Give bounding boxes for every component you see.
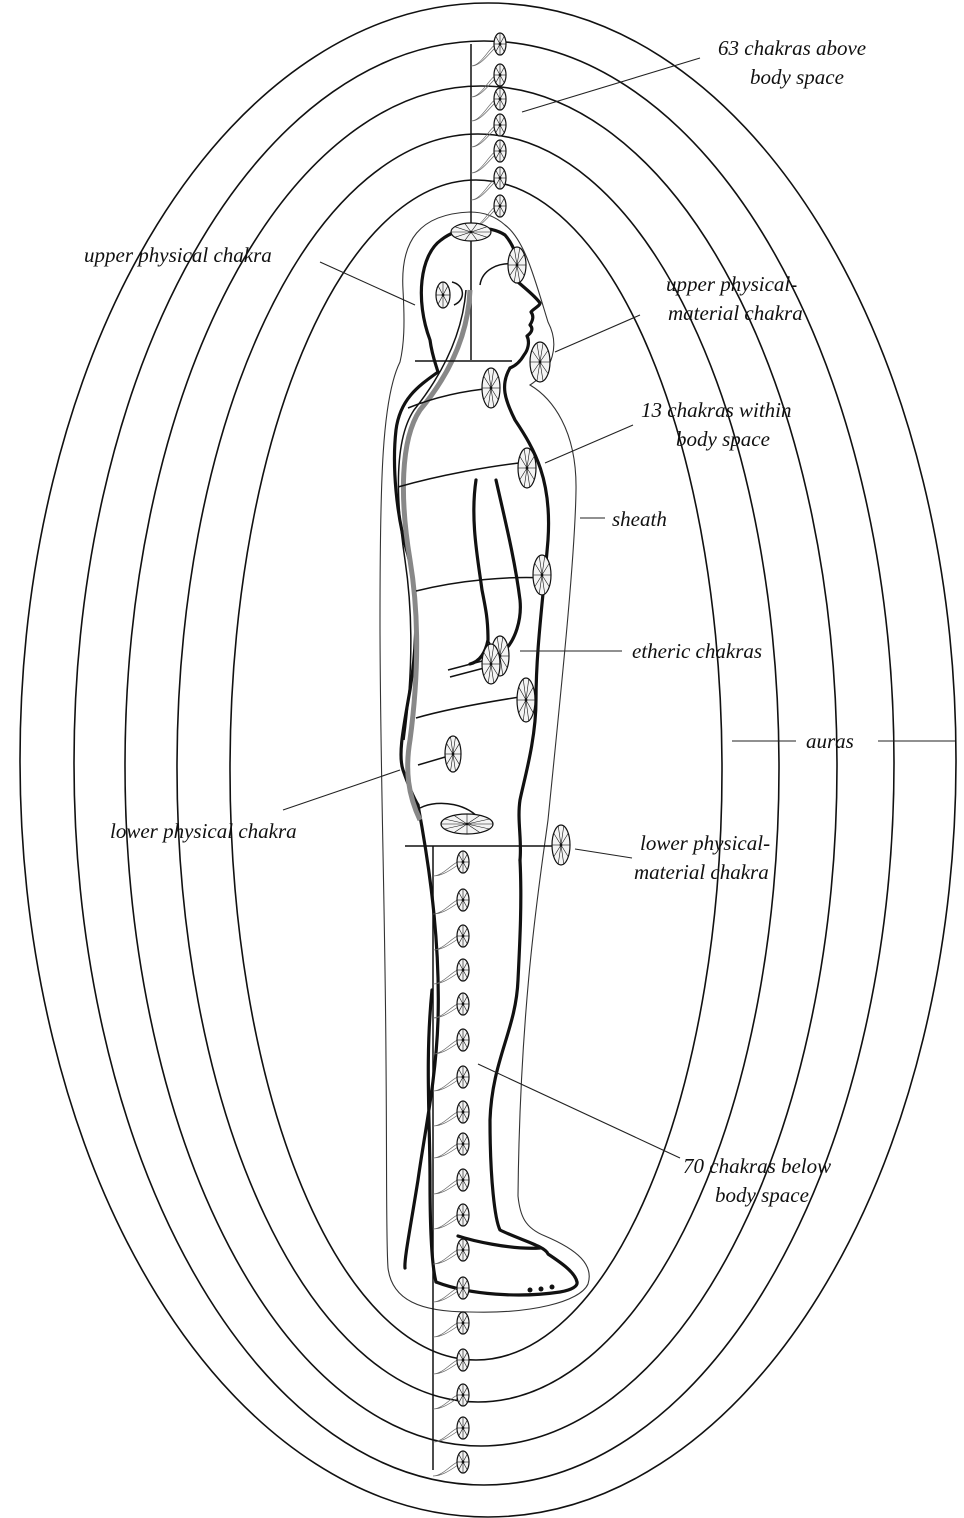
label-below-2: body space [715, 1183, 809, 1207]
body-chakra-wheel [533, 555, 551, 595]
chakra-below-wheel [457, 851, 469, 873]
leader-upper-pm [555, 315, 640, 352]
chakra-wheels [433, 33, 570, 1476]
toe-mark [528, 1288, 533, 1293]
chakra-above-wheel [494, 140, 506, 162]
body-chakra-wheel [445, 736, 461, 772]
chakra-above-wheel [494, 88, 506, 110]
chakra-below-wheel [457, 1451, 469, 1473]
chakra-below-wheel [457, 1169, 469, 1191]
chakra-below-wheel [457, 1239, 469, 1261]
chakra-below-wheel [457, 1101, 469, 1123]
label-sheath: sheath [612, 507, 667, 531]
chakra-below-wheel [457, 1029, 469, 1051]
ear-chakra-wheel [436, 282, 450, 308]
chakra-below-wheel [457, 1277, 469, 1299]
label-lower-pm-1: lower physical- [640, 831, 770, 855]
leader-above [522, 58, 700, 112]
chakra-below-wheel [457, 959, 469, 981]
label-upper-physical: upper physical chakra [84, 243, 272, 267]
chakra-below-wheel [457, 1384, 469, 1406]
leader-below [478, 1064, 680, 1158]
chakra-below-wheel [457, 1133, 469, 1155]
label-within-1: 13 chakras within [641, 398, 792, 422]
chakra-above-wheel [494, 195, 506, 217]
chakra-above-wheel [494, 167, 506, 189]
leader-within [545, 425, 633, 463]
label-lower-pm-2: material chakra [634, 860, 769, 884]
chakra-below-wheel [457, 1312, 469, 1334]
lower-physical-material-chakra [552, 825, 570, 865]
chakra-above-wheel [494, 33, 506, 55]
body-chakra-wheel [518, 448, 536, 488]
label-upper-pm-2: material chakra [668, 301, 803, 325]
upper-physical-material-chakra [530, 342, 550, 382]
label-auras: auras [806, 729, 854, 753]
body-chakra-wheel [482, 368, 500, 408]
label-upper-pm-1: upper physical- [666, 272, 797, 296]
aura-ring [230, 180, 722, 1360]
label-above-1: 63 chakras above [718, 36, 866, 60]
body-band [416, 696, 526, 718]
ear-outline [452, 282, 462, 305]
body-band [398, 462, 528, 487]
chakra-below-wheel [457, 925, 469, 947]
chakra-below-wheel [457, 889, 469, 911]
label-etheric: etheric chakras [632, 639, 762, 663]
leader-upper-physical [320, 262, 415, 305]
body-chakra-wheel [517, 678, 535, 722]
chakra-below-wheel [457, 1204, 469, 1226]
lower-physical-chakra [441, 814, 493, 834]
front-leg-outline [490, 860, 577, 1282]
label-above-2: body space [750, 65, 844, 89]
label-within-2: body space [676, 427, 770, 451]
chakra-above-wheel [494, 64, 506, 86]
front-torso-outline [505, 368, 549, 860]
chakra-above-wheel [494, 114, 506, 136]
toe-mark [539, 1287, 544, 1292]
chakra-below-wheel [457, 1417, 469, 1439]
leader-lower-pm [575, 849, 632, 858]
label-below-1: 70 chakras below [683, 1154, 831, 1178]
chakra-below-wheel [457, 1349, 469, 1371]
toe-mark [550, 1285, 555, 1290]
crown-chakra-wheel [451, 223, 491, 241]
etheric-chakra-wheel [482, 644, 500, 684]
label-lower-physical: lower physical chakra [110, 819, 297, 843]
chakra-below-wheel [457, 1066, 469, 1088]
chakra-below-wheel [457, 993, 469, 1015]
arm-outline [470, 480, 520, 664]
head-chakra-wheel [508, 247, 526, 283]
